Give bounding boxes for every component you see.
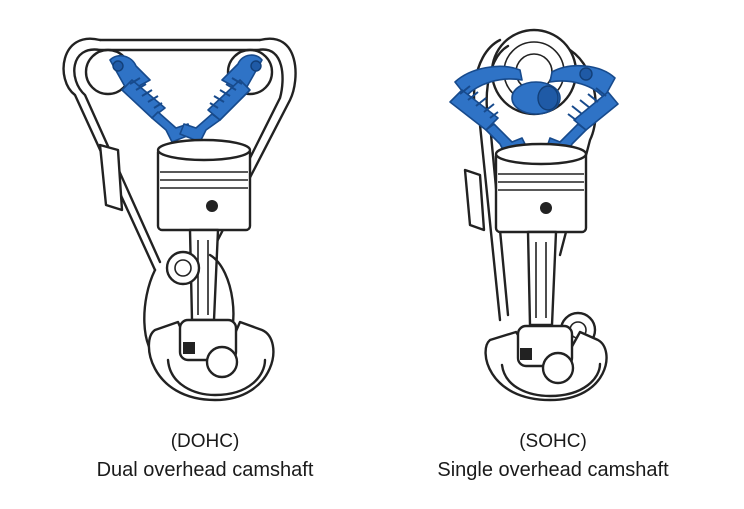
dohc-label: Dual overhead camshaft <box>96 459 314 481</box>
dohc-exhaust-valve <box>179 54 263 143</box>
sohc-abbreviation: (SOHC) <box>519 431 587 452</box>
dohc-engine-illustration <box>62 37 297 402</box>
sohc-caption: (SOHC) Single overhead camshaft <box>403 428 703 484</box>
sohc-connecting-rod <box>526 230 558 327</box>
dohc-abbreviation: (DOHC) <box>170 431 240 452</box>
sohc-rocker-assembly <box>454 64 616 115</box>
sohc-engine-illustration <box>449 28 619 402</box>
sohc-belt-tensioner <box>463 168 486 232</box>
sohc-label: Single overhead camshaft <box>437 459 669 481</box>
dohc-timing-belt <box>62 37 297 272</box>
dohc-idler-pulley <box>165 250 201 286</box>
dohc-crankshaft <box>147 318 275 402</box>
dohc-intake-valve <box>109 54 193 143</box>
sohc-piston <box>494 142 588 234</box>
sohc-crankshaft <box>484 324 608 402</box>
dohc-belt-tensioner <box>98 143 124 212</box>
dohc-timing-belt-inner <box>73 48 284 264</box>
dohc-piston <box>156 138 252 232</box>
dohc-caption: (DOHC) Dual overhead camshaft <box>55 428 355 484</box>
